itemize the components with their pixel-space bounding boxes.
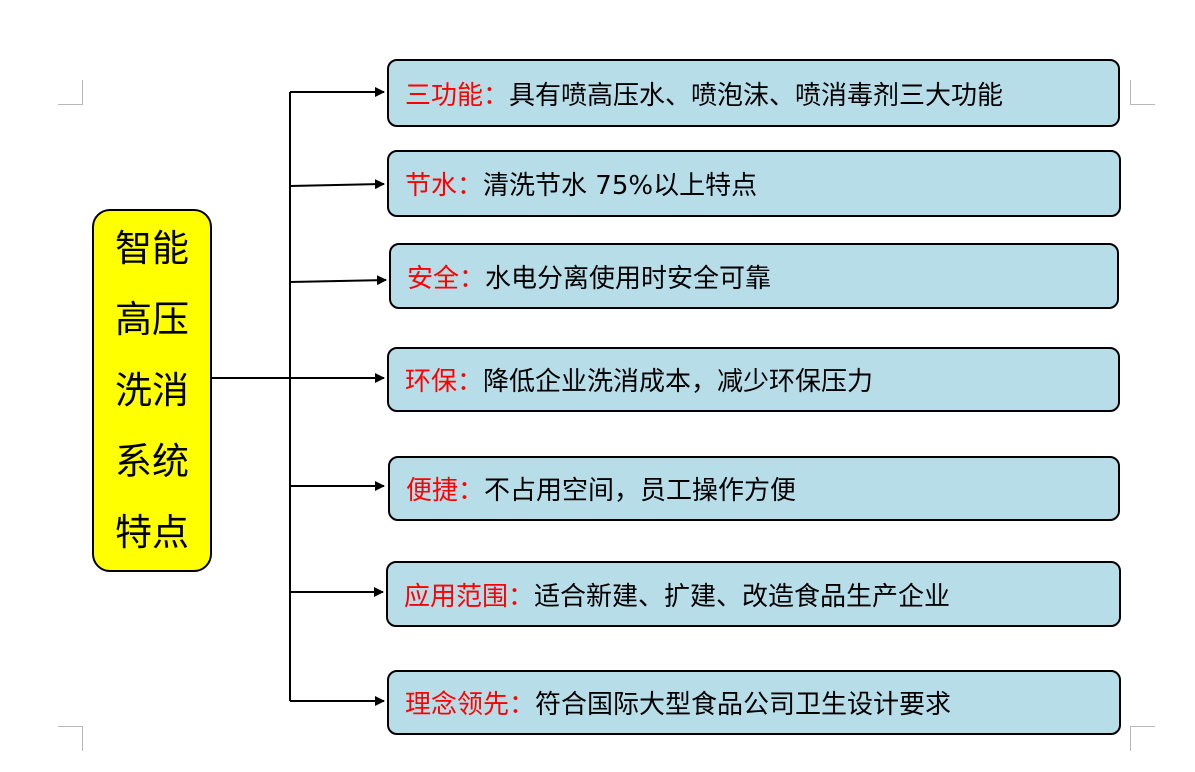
root-node: 智能高压洗消系统特点 <box>92 209 212 572</box>
feature-label: 便捷： <box>406 476 485 506</box>
feature-label: 应用范围： <box>404 581 535 612</box>
feature-desc: 清洗节水 75%以上特点 <box>483 171 758 201</box>
feature-three-functions: 三功能：具有喷高压水、喷泡沫、喷消毒剂三大功能 <box>387 59 1120 127</box>
feature-desc: 不占用空间，员工操作方便 <box>484 476 797 506</box>
feature-label: 环保： <box>405 367 484 397</box>
root-label: 智能高压洗消系统特点 <box>115 227 189 554</box>
feature-desc: 具有喷高压水、喷泡沫、喷消毒剂三大功能 <box>509 80 1004 111</box>
feature-desc: 符合国际大型食品公司卫生设计要求 <box>535 690 952 720</box>
feature-environmental: 环保：降低企业洗消成本，减少环保压力 <box>387 347 1120 412</box>
feature-water-saving: 节水：清洗节水 75%以上特点 <box>387 150 1121 217</box>
feature-leading-concept: 理念领先：符合国际大型食品公司卫生设计要求 <box>387 670 1121 735</box>
feature-label: 节水： <box>405 171 484 201</box>
feature-convenience: 便捷：不占用空间，员工操作方便 <box>388 456 1120 521</box>
feature-safety: 安全：水电分离使用时安全可靠 <box>389 243 1119 309</box>
page-corner-bottom-right <box>1130 726 1155 751</box>
page-corner-bottom-left <box>58 726 83 751</box>
page-corner-top-right <box>1130 80 1155 105</box>
feature-label: 安全： <box>407 263 486 294</box>
branch-arrow-2 <box>289 179 385 190</box>
page-corner-top-left <box>58 80 83 105</box>
feature-label: 三功能： <box>405 80 510 111</box>
feature-application-scope: 应用范围：适合新建、扩建、改造食品生产企业 <box>386 561 1121 627</box>
feature-desc: 降低企业洗消成本，减少环保压力 <box>483 367 874 397</box>
branch-arrow-3 <box>289 275 387 286</box>
feature-label: 理念领先： <box>405 690 536 720</box>
feature-desc: 适合新建、扩建、改造食品生产企业 <box>534 581 951 612</box>
feature-desc: 水电分离使用时安全可靠 <box>485 263 772 294</box>
